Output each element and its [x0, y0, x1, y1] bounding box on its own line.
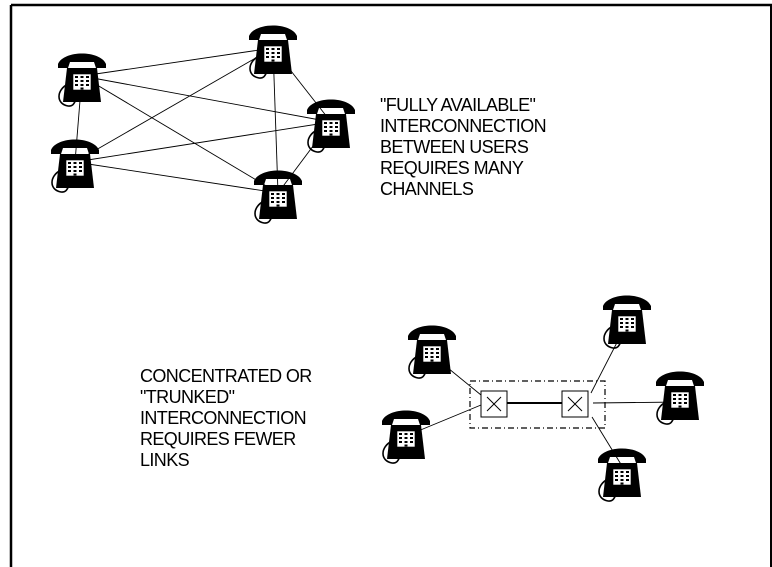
caption-line: "FULLY AVAILABLE" — [380, 95, 536, 115]
telephone-icon — [248, 24, 298, 79]
caption-line: "TRUNKED" — [140, 387, 235, 407]
telephone-icon — [597, 447, 647, 502]
telephone-icon — [253, 169, 303, 224]
telephone-icon — [381, 409, 431, 464]
mesh-links — [74, 47, 332, 194]
mesh-phones — [50, 24, 356, 224]
telephone-icon — [57, 52, 107, 107]
caption-line: INTERCONNECTION — [140, 408, 307, 428]
trunked-caption: CONCENTRATED OR "TRUNKED" INTERCONNECTIO… — [140, 366, 312, 471]
caption-line: REQUIRES MANY — [380, 158, 524, 178]
caption-line: REQUIRES FEWER — [140, 429, 296, 449]
telephone-icon — [306, 98, 356, 153]
caption-line: CHANNELS — [380, 179, 474, 199]
telephone-icon — [655, 370, 705, 425]
trunk-phones — [381, 294, 705, 502]
switch-icon — [561, 390, 589, 418]
caption-line: INTERCONNECTION — [380, 116, 547, 136]
fully-available-caption: "FULLY AVAILABLE" INTERCONNECTION BETWEE… — [380, 95, 547, 200]
caption-line: CONCENTRATED OR — [140, 366, 312, 386]
telephone-icon — [407, 324, 457, 379]
caption-line: BETWEEN USERS — [380, 137, 529, 157]
telephone-icon — [602, 294, 652, 349]
telephone-icon — [50, 138, 100, 193]
switch-icon — [480, 390, 508, 418]
concentrator-enclosure — [469, 380, 606, 429]
caption-line: LINKS — [140, 450, 190, 470]
